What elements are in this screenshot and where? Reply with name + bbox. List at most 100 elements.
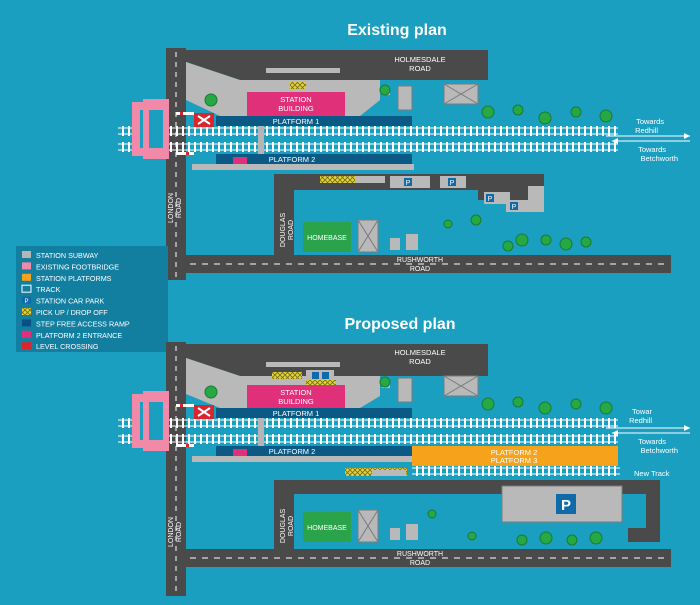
new-platform-2-3 [412,446,618,466]
svg-text:PLATFORM 2: PLATFORM 2 [269,155,316,164]
proposed-plan: HOLMESDALE ROAD STATION BUILDING PLATFOR… [118,342,690,596]
svg-text:DOUGLAS: DOUGLAS [280,509,287,544]
svg-text:LONDON: LONDON [168,517,175,547]
svg-text:P: P [406,180,411,187]
legend-label: STATION SUBWAY [36,251,99,260]
railway-tracks-proposed [118,418,620,476]
towards-redhill-label: Towards [636,117,664,126]
svg-text:Towar: Towar [632,407,653,416]
platform-1 [216,116,412,126]
platform-2-entrance [233,157,247,165]
svg-text:PLATFORM 1: PLATFORM 1 [273,409,320,418]
parking-letter: P [24,299,28,305]
platform-swatch [22,273,31,281]
level-crossing-icon [22,342,31,350]
svg-text:PLATFORM 1: PLATFORM 1 [273,117,320,126]
holmesdale-road-proposed [186,344,488,376]
svg-text:RUSHWORTH: RUSHWORTH [397,551,443,558]
svg-text:BUILDING: BUILDING [278,397,314,406]
new-track-label: New Track [634,469,670,478]
parking-icon [22,296,31,304]
svg-text:ROAD: ROAD [409,64,431,73]
rushworth-road-label: RUSHWORTH [397,257,443,264]
svg-text:Redhill: Redhill [635,126,658,135]
new-car-park [501,485,623,523]
entrance-swatch [22,330,31,338]
legend-label: PLATFORM 2 ENTRANCE [36,331,122,340]
douglas-road [274,174,294,260]
legend-item: TRACK [21,284,61,294]
legend-item: PLATFORM 2 ENTRANCE [22,330,122,340]
legend-item: STATION SUBWAY [22,251,99,260]
svg-text:STATION: STATION [280,95,311,104]
svg-text:STATION: STATION [280,388,311,397]
svg-text:P: P [561,497,571,514]
track-icon [21,284,32,293]
svg-text:Redhill: Redhill [629,416,652,425]
pickup-dropoff-icon [22,308,31,315]
svg-text:PLATFORM 2: PLATFORM 2 [269,447,316,456]
rushworth-road [186,255,671,273]
legend-label: STATION CAR PARK [36,297,104,306]
station-building [247,92,345,116]
platform-2 [216,154,412,164]
legend-label: STATION PLATFORMS [36,274,112,283]
station-building-proposed [247,385,345,409]
legend-label: EXISTING FOOTBRIDGE [36,262,119,271]
svg-text:Betchworth: Betchworth [640,446,678,455]
svg-text:ROAD: ROAD [288,516,295,536]
svg-text:HOLMESDALE: HOLMESDALE [394,348,445,357]
svg-text:BUILDING: BUILDING [278,104,314,113]
svg-text:ROAD: ROAD [410,560,430,567]
ramp-icon [22,319,31,327]
title-proposed-plan: Proposed plan [344,316,455,333]
svg-text:ROAD: ROAD [409,357,431,366]
title-existing-plan: Existing plan [347,22,447,39]
svg-text:ROAD: ROAD [176,198,183,218]
footbridge-swatch [22,262,31,270]
legend-item: LEVEL CROSSING [22,342,99,351]
svg-text:ROAD: ROAD [410,266,430,273]
svg-text:ROAD: ROAD [288,220,295,240]
parking-icon-large [556,494,576,514]
legend-label: LEVEL CROSSING [36,342,99,351]
trees [204,84,613,252]
homebase-proposed [303,512,351,542]
holmesdale-road-label: HOLMESDALE [394,55,445,64]
legend-label: STEP FREE ACCESS RAMP [36,319,130,328]
svg-text:PLATFORM 2: PLATFORM 2 [491,448,538,457]
platform-1-proposed [216,408,412,418]
legend-item: STATION PLATFORMS [22,273,112,283]
parking-icon [404,178,412,186]
legend-item: P STATION CAR PARK [22,296,104,306]
railway-tracks [118,126,618,152]
legend-label: PICK UP / DROP OFF [36,308,108,317]
towards-betchworth-label: Towards [638,145,666,154]
subway-swatch [22,251,31,258]
legend-item: EXISTING FOOTBRIDGE [22,262,119,271]
legend-label: TRACK [36,285,61,294]
svg-text:Betchworth: Betchworth [640,154,678,163]
homebase [303,222,351,252]
douglas-road-label: DOUGLAS [280,213,287,248]
svg-text:P: P [450,180,455,187]
legend: STATION SUBWAY EXISTING FOOTBRIDGE STATION… [16,246,168,352]
holmesdale-road [186,50,488,80]
platform-2-proposed [216,446,412,456]
svg-text:Towards: Towards [638,437,666,446]
svg-text:PLATFORM 3: PLATFORM 3 [491,456,538,465]
svg-text:ROAD: ROAD [176,522,183,542]
svg-text:P: P [512,204,517,211]
pickup-dropoff-icon [290,82,306,89]
london-road-label: LONDON [168,193,175,223]
svg-text:P: P [488,196,493,203]
legend-item: PICK UP / DROP OFF [22,308,108,317]
level-crossing-icon [176,112,194,115]
svg-text:HOMEBASE: HOMEBASE [307,235,347,242]
svg-text:HOMEBASE: HOMEBASE [307,525,347,532]
station-subway [258,126,264,156]
existing-plan: HOLMESDALE ROAD STATION BUILDING PLATFOR… [118,48,690,280]
legend-item: STEP FREE ACCESS RAMP [22,319,130,328]
